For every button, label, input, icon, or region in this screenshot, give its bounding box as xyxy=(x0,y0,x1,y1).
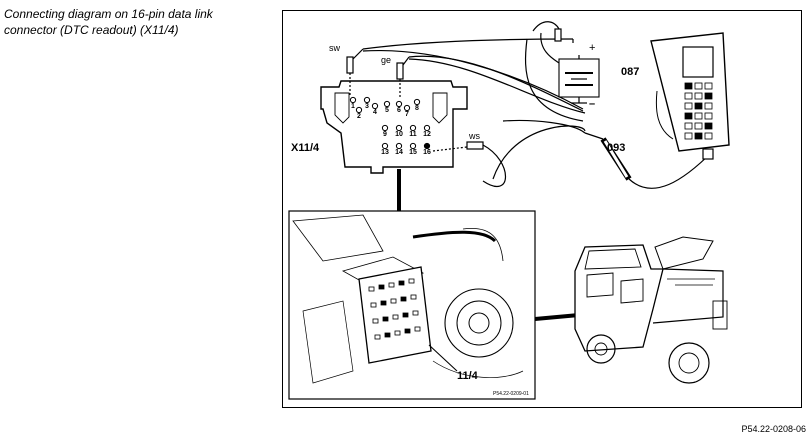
pin-hole-3 xyxy=(363,96,371,104)
probe-ws xyxy=(432,141,484,152)
pin-label-1: 1 xyxy=(351,103,355,110)
caption-line-1: Connecting diagram on 16-pin data link xyxy=(4,7,213,21)
pin-label-2: 2 xyxy=(357,113,361,120)
label-connector: X11/4 xyxy=(291,142,320,154)
tester-key xyxy=(704,122,713,130)
pin-hole-8 xyxy=(413,98,421,106)
inset-pin xyxy=(380,300,387,306)
inset-pin xyxy=(372,318,379,324)
inset-pin xyxy=(394,330,401,336)
pin-hole-16 xyxy=(423,142,431,150)
inset-pin xyxy=(370,302,377,308)
tester-key xyxy=(694,132,703,140)
figure-caption: Connecting diagram on 16-pin data link c… xyxy=(4,6,264,38)
battery-symbol xyxy=(524,21,600,122)
label-battery-minus: – xyxy=(589,98,595,110)
tester-key xyxy=(684,102,693,110)
pin-label-8: 8 xyxy=(415,105,419,112)
label-wire-ge: ge xyxy=(381,55,391,65)
tester-key xyxy=(694,122,703,130)
tester-key xyxy=(694,92,703,100)
inset-pin xyxy=(382,316,389,322)
inset-pin xyxy=(408,278,415,284)
adapter-093 xyxy=(502,119,714,189)
inset-engine-view xyxy=(288,210,624,400)
vehicle-illustration xyxy=(574,236,728,384)
label-tester: 087 xyxy=(621,66,639,78)
pin-hole-10 xyxy=(395,124,403,132)
inset-pin xyxy=(378,284,385,290)
pin-label-7: 7 xyxy=(405,111,409,118)
tester-key xyxy=(694,112,703,120)
tester-key xyxy=(704,132,713,140)
pin-hole-13 xyxy=(381,142,389,150)
pin-hole-5 xyxy=(383,100,391,108)
pin-label-3: 3 xyxy=(365,103,369,110)
inset-pin xyxy=(398,280,405,286)
tester-key xyxy=(684,92,693,100)
inset-pin xyxy=(388,282,395,288)
tester-key xyxy=(704,82,713,90)
pin-hole-11 xyxy=(409,124,417,132)
pin-label-6: 6 xyxy=(397,107,401,114)
caption-line-2: connector (DTC readout) (X11/4) xyxy=(4,23,179,37)
tester-key xyxy=(684,112,693,120)
tester-key xyxy=(694,102,703,110)
pin-hole-14 xyxy=(395,142,403,150)
inset-pin xyxy=(402,312,409,318)
pin-label-11: 11 xyxy=(409,131,417,138)
pin-label-16: 16 xyxy=(423,149,431,156)
pin-label-5: 5 xyxy=(385,107,389,114)
inset-pin xyxy=(368,286,375,292)
label-wire-ws: ws xyxy=(468,131,480,141)
pin-hole-6 xyxy=(395,100,403,108)
tester-key xyxy=(704,102,713,110)
pin-label-13: 13 xyxy=(381,149,389,156)
probe-ge xyxy=(396,56,410,97)
inset-pin xyxy=(392,314,399,320)
pin-label-9: 9 xyxy=(383,131,387,138)
pin-hole-2 xyxy=(355,106,363,114)
inset-pin xyxy=(414,326,421,332)
pin-label-14: 14 xyxy=(395,149,403,156)
tester-key xyxy=(684,122,693,130)
inset-pin xyxy=(400,296,407,302)
figure-id: P54.22-0208-06 xyxy=(741,424,806,434)
tester-087 xyxy=(650,32,730,160)
label-inset-connector: 11/4 xyxy=(457,370,479,382)
inset-pin xyxy=(374,334,381,340)
pin-hole-15 xyxy=(409,142,417,150)
label-wire-sw: sw xyxy=(329,43,341,53)
pin-hole-1 xyxy=(349,96,357,104)
inset-figure-id: P54.22-0209-01 xyxy=(493,391,529,397)
inset-pin xyxy=(390,298,397,304)
pin-hole-12 xyxy=(423,124,431,132)
wire-harness xyxy=(362,38,586,188)
tester-key xyxy=(684,132,693,140)
tester-key xyxy=(704,92,713,100)
probe-sw xyxy=(346,48,364,97)
label-adapter: 093 xyxy=(607,142,625,154)
inset-pin xyxy=(404,328,411,334)
tester-key xyxy=(684,82,693,90)
tester-key xyxy=(704,112,713,120)
inset-pin xyxy=(410,294,417,300)
inset-pin xyxy=(384,332,391,338)
pin-hole-4 xyxy=(371,102,379,110)
pin-label-10: 10 xyxy=(395,131,403,138)
label-battery-plus: + xyxy=(589,42,595,54)
pin-hole-7 xyxy=(403,104,411,112)
inset-pin xyxy=(412,310,419,316)
pin-hole-9 xyxy=(381,124,389,132)
tester-key xyxy=(694,82,703,90)
pin-label-15: 15 xyxy=(409,149,417,156)
pin-label-4: 4 xyxy=(373,109,377,116)
pin-label-12: 12 xyxy=(423,131,431,138)
